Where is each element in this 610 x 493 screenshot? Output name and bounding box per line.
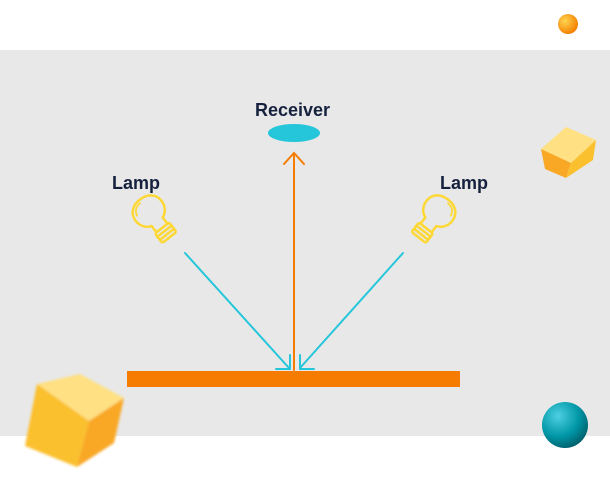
lamp-left-label: Lamp (112, 173, 161, 193)
receiver-disc (268, 124, 320, 142)
orange-sphere-decoration (558, 14, 578, 34)
teal-sphere-decoration (542, 402, 588, 448)
incident-ray-left (184, 252, 291, 370)
incident-ray-right (299, 252, 404, 370)
lamp-right-label: Lamp (440, 173, 489, 193)
cube-decoration-left (25, 374, 124, 467)
receiver-label: Receiver (255, 100, 331, 120)
reflective-surface (127, 371, 460, 387)
reflected-ray-arrow (283, 151, 305, 371)
lamp-right-icon (411, 194, 457, 244)
lamp-left-icon (131, 194, 177, 244)
cube-decoration-right (541, 127, 596, 178)
